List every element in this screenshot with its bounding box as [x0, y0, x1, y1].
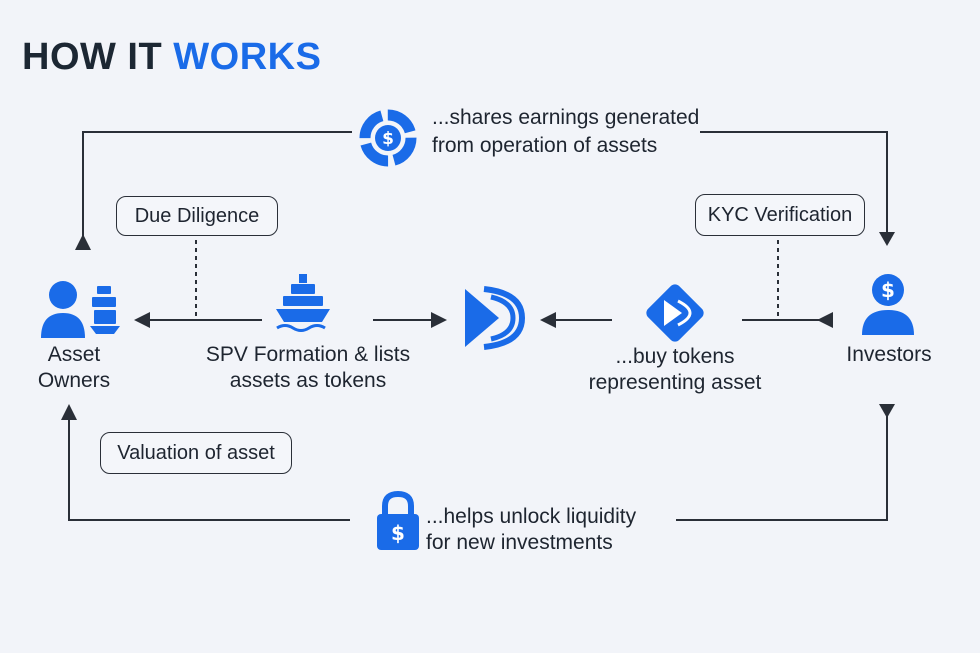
investors-label: Investors — [846, 343, 932, 366]
arrowhead-down-investors-bottom — [879, 404, 895, 418]
liquidity-loop-line-left — [68, 420, 350, 521]
earnings-loop-line-left — [82, 131, 352, 240]
svg-text:$: $ — [391, 521, 405, 545]
liquidity-loop-line-right — [676, 416, 888, 521]
arrowhead-left-platform — [540, 312, 556, 328]
arrowhead-down-investors — [879, 232, 895, 246]
arrowhead-up-owners-bottom — [61, 404, 77, 420]
svg-text:$: $ — [881, 278, 895, 302]
token-icon — [642, 280, 708, 346]
investor-icon: $ — [858, 272, 918, 336]
page-title: HOW IT WORKS — [22, 36, 321, 79]
due-diligence-box: Due Diligence — [116, 196, 278, 236]
buy-tokens-label: ...buy tokens representing asset — [588, 345, 762, 394]
arrowhead-left-owners — [134, 312, 150, 328]
spv-formation-label: SPV Formation & lists assets as tokens — [205, 343, 411, 392]
svg-text:$: $ — [382, 129, 394, 149]
earnings-flow-label: ...shares earnings generated from operat… — [432, 106, 700, 157]
liquidity-flow-label: ...helps unlock liquidity for new invest… — [426, 505, 637, 554]
dollar-lock-icon: $ — [376, 490, 420, 552]
valuation-box: Valuation of asset — [100, 432, 292, 474]
earnings-loop-line-right — [700, 131, 888, 232]
ship-icon — [273, 272, 333, 334]
arrowhead-left-investors — [817, 312, 833, 328]
kyc-verification-box: KYC Verification — [695, 194, 865, 236]
title-part-2: WORKS — [173, 36, 322, 78]
arrowhead-up-owners — [75, 234, 91, 250]
dollar-ring-icon: $ — [357, 107, 419, 169]
owners-icon — [38, 278, 124, 340]
title-part-1: HOW IT — [22, 36, 163, 78]
platform-logo-icon — [462, 285, 528, 351]
asset-owners-label: Asset Owners — [37, 343, 111, 392]
arrowhead-right-platform — [431, 312, 447, 328]
